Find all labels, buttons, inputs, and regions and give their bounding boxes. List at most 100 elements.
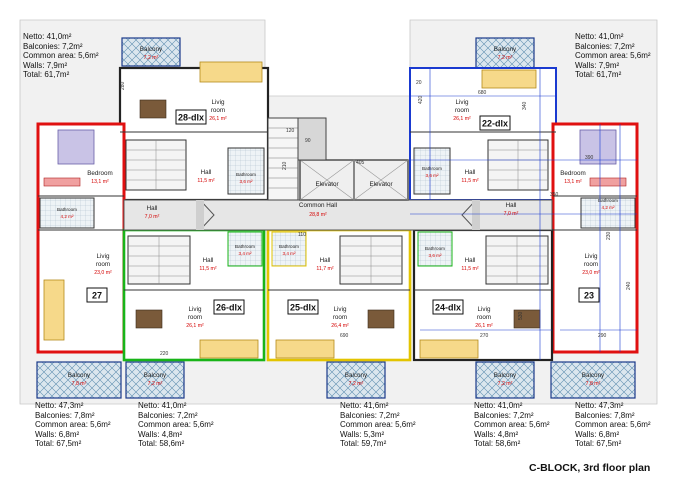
- stat-walls: Walls: 7,9m²: [575, 60, 620, 70]
- stat-balconies: Balconies: 7,2m²: [340, 410, 400, 420]
- apt-23-tag: 23: [584, 291, 594, 301]
- stats-apt-23: Netto: 47,3m² Balconies: 7,8m² Common ar…: [575, 401, 651, 449]
- svg-text:room: room: [455, 107, 469, 114]
- apt-25-tag-box: [287, 299, 319, 315]
- apartment-number-boxes: 28-dlx 22-dlx 27 26-dlx 25-dlx 24-dlx 23: [86, 109, 600, 315]
- stat-common-area: Common area: 5,6m²: [474, 420, 550, 430]
- apt-27-tag-box: [86, 287, 108, 303]
- stats-apt-25: Netto: 41,6m² Balconies: 7,2m² Common ar…: [340, 401, 416, 449]
- svg-text:3,6 m²: 3,6 m²: [428, 253, 441, 258]
- svg-text:13,1 m²: 13,1 m²: [91, 179, 109, 185]
- svg-text:26,1 m²: 26,1 m²: [186, 323, 204, 329]
- svg-text:7,8 m²: 7,8 m²: [72, 381, 87, 387]
- stat-walls: Walls: 4,8m²: [138, 429, 183, 439]
- apt-27-tag: 27: [92, 291, 102, 301]
- stat-balconies: Balconies: 7,2m²: [23, 41, 83, 51]
- svg-text:26,1 m²: 26,1 m²: [209, 116, 227, 122]
- stat-common-area: Common area: 5,6m²: [35, 420, 111, 430]
- svg-text:Balcony: Balcony: [494, 372, 517, 379]
- room-labels: Balcony 7,2 m² Balcony 7,2 m² Balcony 7,…: [57, 46, 618, 387]
- stat-netto: Netto: 41,6m²: [340, 401, 389, 410]
- stat-total: Total: 59,7m²: [340, 439, 387, 449]
- stat-total: Total: 67,5m²: [35, 439, 82, 449]
- stat-netto: Netto: 41,0m²: [474, 401, 523, 410]
- balcony-23: [550, 361, 636, 399]
- stat-netto: Netto: 47,3m²: [35, 401, 84, 410]
- plan-caption: C-BLOCK, 3rd floor plan: [529, 462, 651, 474]
- stat-netto: Netto: 41,0m²: [138, 401, 187, 410]
- stat-balconies: Balconies: 7,2m²: [474, 410, 534, 420]
- stat-balconies: Balconies: 7,8m²: [575, 410, 635, 420]
- svg-text:120: 120: [286, 128, 295, 134]
- stat-common-area: Common area: 5,6m²: [340, 420, 416, 430]
- core: [123, 117, 553, 231]
- svg-text:Bedroom: Bedroom: [560, 170, 586, 177]
- dimension-lines: [410, 68, 637, 360]
- svg-text:11,7 m²: 11,7 m²: [316, 266, 333, 272]
- stat-balconies: Balconies: 7,2m²: [575, 41, 635, 51]
- svg-text:4,2 m²: 4,2 m²: [60, 214, 73, 219]
- svg-text:room: room: [211, 107, 225, 114]
- svg-text:11,5 m²: 11,5 m²: [197, 178, 214, 184]
- svg-text:4,2 m²: 4,2 m²: [601, 205, 614, 210]
- svg-text:Hall: Hall: [465, 257, 476, 264]
- svg-text:3,6 m²: 3,6 m²: [239, 179, 252, 184]
- svg-text:280: 280: [120, 81, 126, 90]
- stat-walls: Walls: 7,9m²: [23, 60, 68, 70]
- svg-text:7,2 m²: 7,2 m²: [498, 55, 513, 61]
- stat-walls: Walls: 6,8m²: [575, 429, 620, 439]
- stats-apt-28: Netto: 41,0m² Balconies: 7,2m² Common ar…: [23, 32, 99, 80]
- svg-text:Livig: Livig: [585, 253, 598, 260]
- stat-balconies: Balconies: 7,8m²: [35, 410, 95, 420]
- svg-text:690: 690: [340, 333, 349, 339]
- svg-text:23,0 m²: 23,0 m²: [582, 270, 600, 276]
- svg-text:Bathroom: Bathroom: [279, 244, 299, 249]
- svg-text:11,5 m²: 11,5 m²: [461, 266, 478, 272]
- svg-text:Livig: Livig: [334, 306, 347, 313]
- svg-text:room: room: [584, 261, 598, 268]
- svg-text:13,1 m²: 13,1 m²: [564, 179, 582, 185]
- stats-apt-22: Netto: 41,0m² Balconies: 7,2m² Common ar…: [575, 32, 651, 80]
- svg-text:Balcony: Balcony: [68, 372, 91, 379]
- stat-common-area: Common area: 5,6m²: [23, 51, 99, 61]
- balcony-24: [475, 361, 535, 399]
- furniture: [43, 61, 627, 359]
- svg-text:Elevator: Elevator: [315, 181, 338, 188]
- svg-text:405: 405: [356, 160, 365, 166]
- svg-text:530: 530: [518, 311, 524, 320]
- balcony-27: [36, 361, 122, 399]
- svg-text:Bathroom: Bathroom: [235, 244, 255, 249]
- stat-common-area: Common area: 5,6m²: [138, 420, 214, 430]
- svg-text:20: 20: [416, 80, 422, 86]
- svg-text:Hall: Hall: [465, 169, 476, 176]
- balcony-25: [326, 361, 386, 399]
- stat-netto: Netto: 41,0m²: [23, 32, 72, 41]
- svg-text:Bathroom: Bathroom: [236, 172, 256, 177]
- svg-text:Hall: Hall: [203, 257, 214, 264]
- stat-total: Total: 61,7m²: [23, 70, 70, 80]
- svg-text:290: 290: [598, 333, 607, 339]
- svg-text:Hall: Hall: [506, 202, 517, 209]
- svg-text:220: 220: [160, 351, 169, 357]
- svg-text:420: 420: [418, 95, 424, 104]
- balcony-26: [125, 361, 185, 399]
- stat-total: Total: 58,6m²: [138, 439, 185, 449]
- balcony-22: [475, 37, 535, 69]
- apt-22-tag-box: [479, 115, 511, 131]
- svg-text:7,8 m²: 7,8 m²: [586, 381, 601, 387]
- stat-walls: Walls: 5,3m²: [340, 429, 385, 439]
- stats-apt-27: Netto: 47,3m² Balconies: 7,8m² Common ar…: [35, 401, 111, 449]
- svg-text:Bathroom: Bathroom: [422, 166, 442, 171]
- svg-text:7,2 m²: 7,2 m²: [144, 55, 159, 61]
- svg-text:Balcony: Balcony: [144, 372, 167, 379]
- svg-text:7,2 m²: 7,2 m²: [498, 381, 513, 387]
- svg-text:Livig: Livig: [478, 306, 491, 313]
- svg-text:Common Hall: Common Hall: [299, 202, 337, 209]
- apt-24-tag-box: [432, 299, 464, 315]
- svg-text:230: 230: [606, 231, 612, 240]
- stat-total: Total: 67,5m²: [575, 439, 622, 449]
- apt-24-tag: 24-dlx: [435, 303, 461, 313]
- stat-walls: Walls: 4,8m²: [474, 429, 519, 439]
- apt-22-tag: 22-dlx: [482, 119, 508, 129]
